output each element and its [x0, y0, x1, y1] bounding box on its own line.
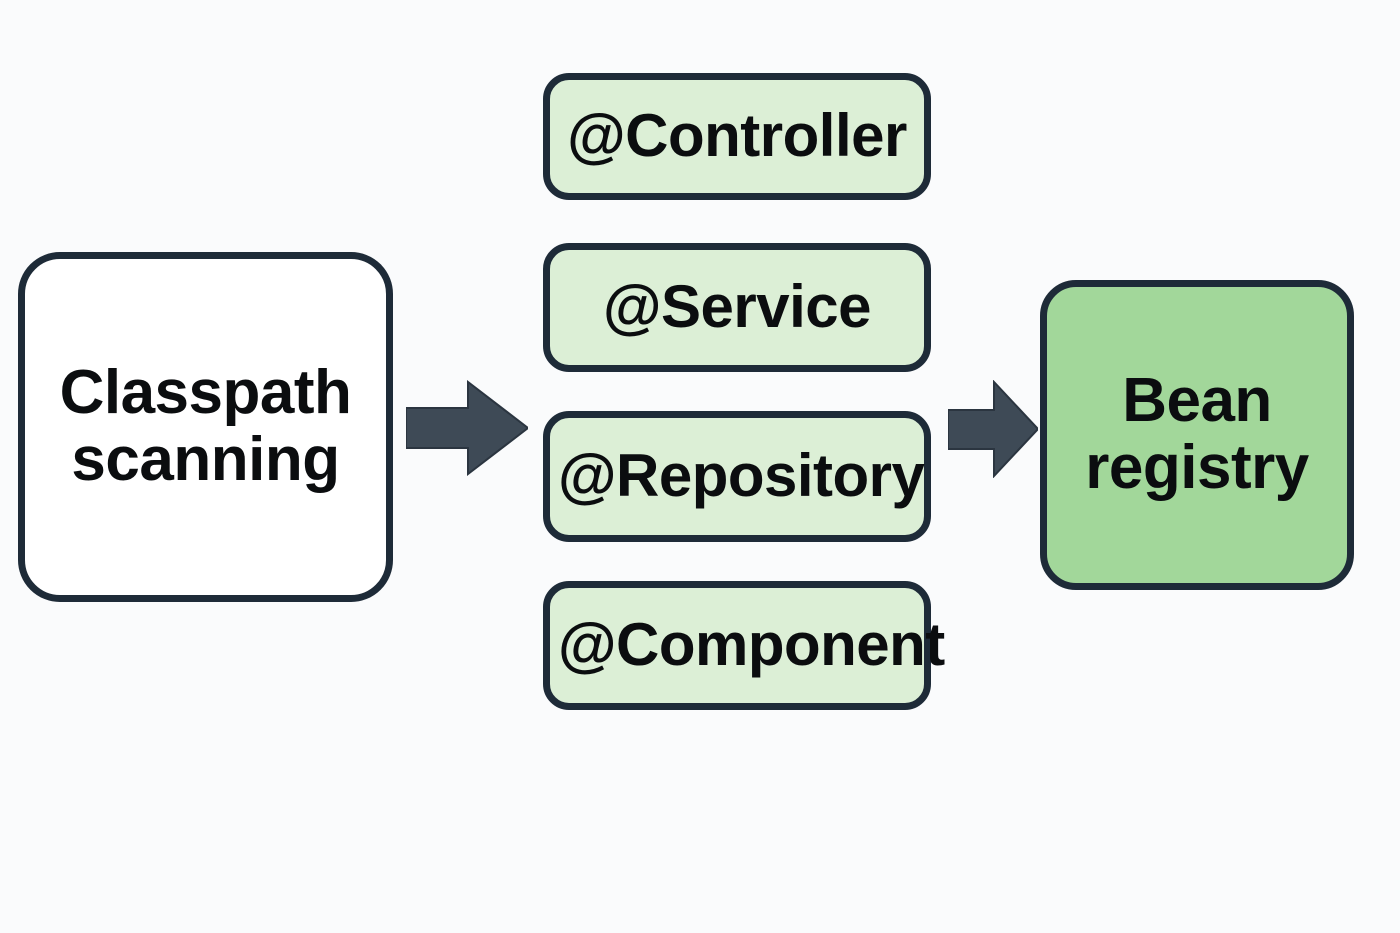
- arrow-annotations-to-registry-icon: [948, 380, 1038, 478]
- node-bean-registry-line2: registry: [1085, 433, 1309, 502]
- node-classpath-scanning-line2: scanning: [71, 425, 340, 494]
- node-annotation-repository-label: @Repository: [558, 442, 925, 510]
- node-classpath-scanning[interactable]: Classpath scanning: [18, 252, 393, 602]
- node-classpath-scanning-label: Classpath scanning: [25, 358, 386, 494]
- node-bean-registry-line1: Bean: [1122, 366, 1272, 436]
- node-classpath-scanning-line1: Classpath: [59, 358, 352, 428]
- node-annotation-controller[interactable]: @Controller: [543, 73, 931, 200]
- node-annotation-component[interactable]: @Component: [543, 581, 945, 710]
- node-annotation-repository[interactable]: @Repository: [543, 411, 931, 542]
- node-annotation-service[interactable]: @Service: [543, 243, 931, 372]
- node-annotation-controller-label: @Controller: [567, 102, 907, 170]
- arrow-scanning-to-annotations-icon: [406, 380, 528, 476]
- node-bean-registry[interactable]: Bean registry: [1040, 280, 1354, 590]
- node-bean-registry-label: Bean registry: [1047, 366, 1347, 502]
- node-annotation-service-label: @Service: [602, 273, 872, 341]
- node-annotation-component-label: @Component: [558, 611, 945, 679]
